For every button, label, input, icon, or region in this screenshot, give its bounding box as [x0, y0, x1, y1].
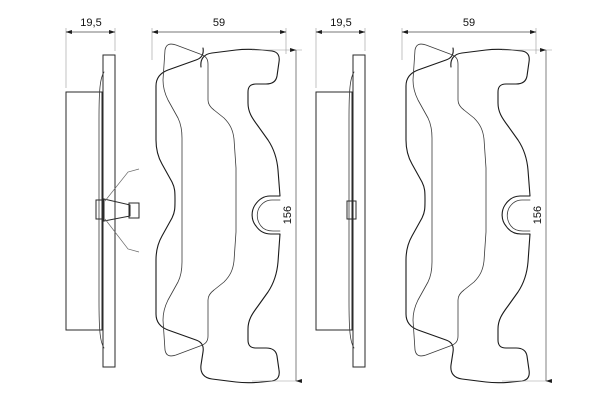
- dim-label-right-width: 59: [463, 17, 475, 29]
- left-pad-face-view: [155, 43, 281, 384]
- right-backing-plate-rect: [315, 91, 353, 331]
- left-pad-outline: [155, 47, 281, 384]
- wear-sensor-leader-lower: [104, 218, 140, 253]
- dim-label-right-height: 156: [532, 206, 544, 224]
- right-pad-side-view: [315, 54, 366, 368]
- dimension-right-thickness: 19,5: [315, 17, 366, 88]
- right-friction-lining-slab: [352, 54, 366, 368]
- left-lining-inner-edge: [98, 71, 105, 349]
- wear-sensor-leader-upper: [104, 168, 140, 202]
- dimension-left-height: 156: [252, 47, 302, 384]
- right-pad-outline: [405, 47, 531, 384]
- left-pad-side-view: [65, 54, 140, 368]
- left-friction-lining-slab: [102, 54, 116, 368]
- wear-sensor-plug: [128, 202, 140, 219]
- dimension-left-thickness: 19,5: [65, 17, 116, 88]
- dim-label-right-thickness: 19,5: [330, 17, 351, 29]
- left-pad-notch-detail: [256, 199, 281, 232]
- right-pad-inner-contour: [412, 43, 487, 357]
- right-pad-notch-detail: [506, 199, 531, 232]
- dim-label-left-width: 59: [213, 17, 225, 29]
- right-retaining-tab: [346, 200, 357, 220]
- left-pad-inner-contour: [162, 43, 237, 357]
- dimension-right-height: 156: [502, 47, 552, 384]
- right-pad-face-view: [405, 43, 531, 384]
- dimension-right-width: 59: [401, 17, 537, 60]
- right-lining-inner-edge: [348, 71, 355, 349]
- dim-label-left-height: 156: [282, 206, 294, 224]
- left-wear-sensor-connector: [95, 198, 140, 222]
- wear-sensor-cone: [103, 198, 131, 222]
- dimension-left-width: 59: [151, 17, 287, 60]
- dim-label-left-thickness: 19,5: [80, 17, 101, 29]
- left-backing-plate-rect: [65, 91, 103, 331]
